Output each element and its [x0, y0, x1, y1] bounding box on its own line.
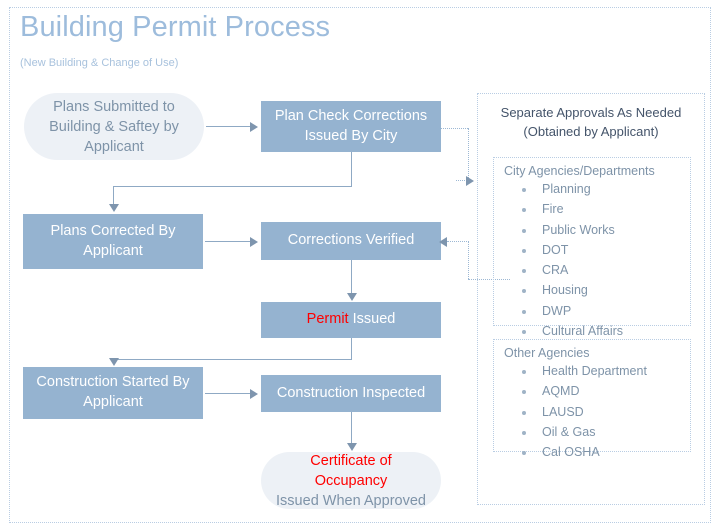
node-label: Plans Submitted to Building & Saftey by … — [49, 98, 179, 155]
dotted-connector-plancheck-right — [441, 128, 468, 129]
dotted-connector-panel-return-left — [447, 241, 469, 242]
list-item: Cal OSHA — [520, 442, 690, 462]
node-corrections-verified[interactable]: Corrections Verified — [261, 222, 441, 260]
node-label: Plan Check Corrections Issued By City — [274, 107, 428, 144]
list-item: DWP — [520, 301, 690, 321]
node-permit-issued[interactable]: Permit Issued — [261, 302, 441, 338]
group-list: Planning Fire Public Works DOT CRA Housi… — [494, 179, 690, 341]
group-title: Other Agencies — [504, 346, 590, 360]
list-item: Health Department — [520, 361, 690, 381]
arrowhead-right-icon — [250, 237, 258, 247]
arrowhead-right-icon — [466, 176, 474, 186]
node-certificate-of-occupancy[interactable]: Certificate of Occupancy Issued When App… — [261, 452, 441, 509]
group-city-agencies: City Agencies/Departments Planning Fire … — [493, 157, 691, 338]
list-item: Planning — [520, 179, 690, 199]
node-plans-submitted[interactable]: Plans Submitted to Building & Saftey by … — [24, 93, 204, 160]
connector-inspected-to-certificate — [351, 412, 352, 444]
arrowhead-right-icon — [250, 122, 258, 132]
dotted-connector-panel-bottom — [468, 279, 510, 280]
node-label: Construction Started By Applicant — [36, 374, 190, 410]
connector-verified-to-permit — [351, 260, 352, 294]
list-item: Public Works — [520, 220, 690, 240]
node-label: Construction Inspected — [276, 384, 426, 401]
connector-plancheck-left — [113, 186, 352, 187]
node-label-highlight: Permit — [306, 311, 349, 328]
node-label: Permit Issued — [307, 310, 396, 330]
node-plans-corrected[interactable]: Plans Corrected By Applicant — [23, 214, 203, 269]
arrowhead-down-icon — [347, 443, 357, 451]
group-other-agencies: Other Agencies Health Department AQMD LA… — [493, 339, 691, 459]
node-label-rest: Issued When Approved — [276, 492, 426, 509]
list-item: AQMD — [520, 381, 690, 401]
arrowhead-down-icon — [109, 358, 119, 366]
connector-plancheck-down — [351, 152, 352, 186]
approvals-panel-heading: Separate Approvals As Needed (Obtained b… — [478, 104, 704, 142]
node-label-highlight: Certificate of Occupancy — [310, 452, 392, 489]
list-item: DOT — [520, 240, 690, 260]
list-item: Cultural Affairs — [520, 321, 690, 341]
dotted-connector-into-panel — [456, 180, 469, 181]
arrowhead-down-icon — [109, 204, 119, 212]
connector-submitted-to-plancheck — [206, 126, 251, 127]
list-item: Housing — [520, 280, 690, 300]
page-title: Building Permit Process — [20, 11, 331, 43]
arrowhead-left-icon — [439, 237, 447, 247]
node-label: Plans Corrected By Applicant — [50, 222, 176, 259]
node-construction-started[interactable]: Construction Started By Applicant — [23, 367, 203, 419]
connector-permit-down — [351, 338, 352, 359]
approvals-panel-heading-line2: (Obtained by Applicant) — [523, 123, 659, 139]
arrowhead-down-icon — [347, 293, 357, 301]
connector-to-planscorrected-down — [113, 186, 114, 206]
group-title: City Agencies/Departments — [504, 164, 655, 178]
node-label: Corrections Verified — [287, 232, 415, 249]
group-list: Health Department AQMD LAUSD Oil & Gas C… — [494, 361, 690, 462]
node-plan-check-corrections[interactable]: Plan Check Corrections Issued By City — [261, 101, 441, 152]
page-subtitle: (New Building & Change of Use) — [20, 57, 179, 69]
node-label-rest: Issued — [348, 311, 396, 328]
dotted-connector-plancheck-down — [468, 128, 469, 180]
list-item: LAUSD — [520, 402, 690, 422]
connector-permit-left — [113, 359, 352, 360]
list-item: Fire — [520, 199, 690, 219]
approvals-panel-heading-line1: Separate Approvals As Needed — [500, 105, 682, 120]
dotted-connector-panel-return-down — [468, 241, 469, 279]
node-construction-inspected[interactable]: Construction Inspected — [261, 375, 441, 412]
connector-started-to-inspected — [205, 393, 251, 394]
arrowhead-right-icon — [250, 389, 258, 399]
connector-planscorrected-to-verified — [205, 241, 251, 242]
list-item: Oil & Gas — [520, 422, 690, 442]
approvals-panel: Separate Approvals As Needed (Obtained b… — [477, 93, 705, 505]
list-item: CRA — [520, 260, 690, 280]
